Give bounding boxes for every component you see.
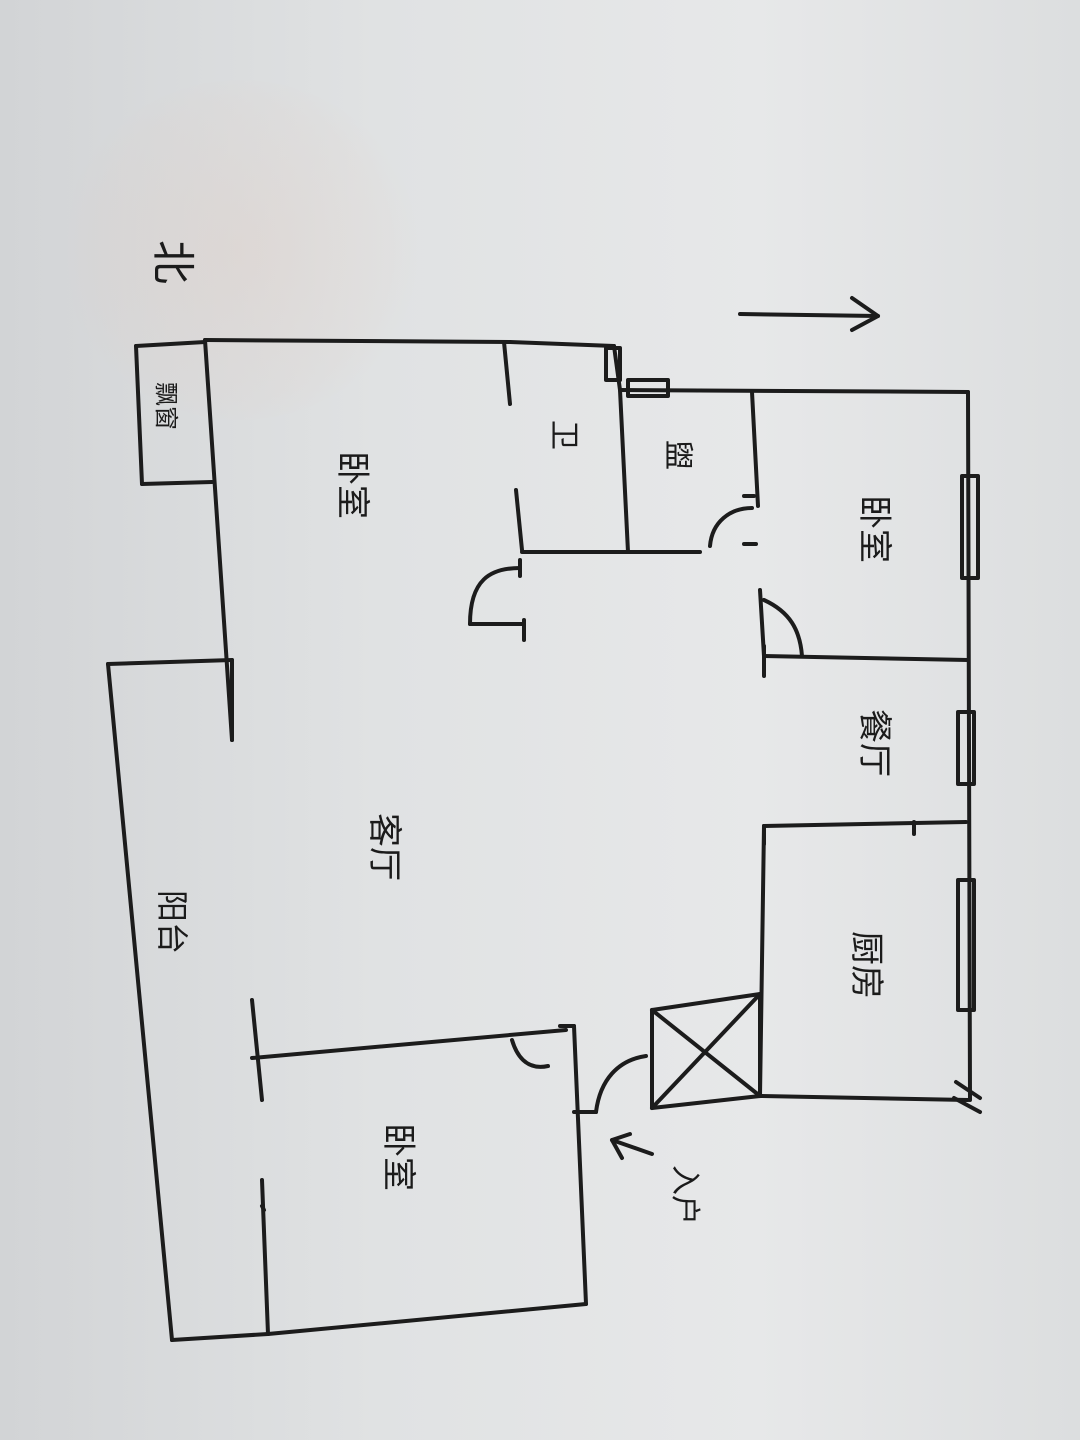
wall-right <box>966 390 972 1102</box>
master-door-swing <box>468 566 522 626</box>
bath-top-divider <box>502 340 512 406</box>
wall-top <box>203 338 512 344</box>
bedroom-south-top-stub <box>250 998 264 1102</box>
bay-window-left <box>134 344 144 486</box>
window-dining <box>956 710 976 786</box>
bay-window-bottom <box>140 480 214 486</box>
wall-top-2 <box>508 340 616 348</box>
north-arrow-head <box>850 296 880 332</box>
room-label-dining: 餐厅 <box>854 709 894 777</box>
bay-window-top <box>134 340 207 348</box>
balcony-mark <box>954 1080 982 1100</box>
bedroom-south-left-dot <box>260 1204 266 1212</box>
wall-left <box>106 662 174 1342</box>
balcony-label: 阳台 <box>153 889 192 955</box>
wash-right <box>618 388 630 554</box>
wall-bottom <box>170 1332 270 1342</box>
faint-stamp <box>60 80 420 420</box>
window-bedroom-east <box>960 474 980 580</box>
balcony-mark-2 <box>952 1096 982 1114</box>
wall-bedroom-south-right <box>572 1024 588 1306</box>
shaft-cross-2 <box>650 992 762 1110</box>
window-kitchen <box>956 878 976 1012</box>
shaft-bottom <box>650 1094 762 1110</box>
bedroom-south-left <box>260 1178 270 1336</box>
room-label-bath-top: 卫 <box>546 420 581 450</box>
bedroom-south-top <box>250 1028 568 1060</box>
room-label-bedroom-east: 卧室 <box>854 495 894 563</box>
room-label-bedroom-south: 卧室 <box>378 1123 418 1191</box>
kitchen-left-2 <box>650 992 762 1012</box>
wash-door-swing <box>708 506 754 548</box>
master-bedroom-left <box>203 338 234 742</box>
window-wash-2 <box>626 378 670 398</box>
north-arrow-shaft <box>738 312 880 318</box>
entrance-arrow-shaft <box>610 1138 654 1156</box>
bedroom-east-bottom <box>762 654 970 662</box>
room-label-master-bedroom: 卧室 <box>332 451 372 519</box>
room-label-bay-window: 飘窗 <box>152 382 180 430</box>
wall-top-3 <box>612 344 622 392</box>
kitchen-top <box>762 820 968 828</box>
bedroom-south-door <box>510 1038 550 1069</box>
bath-left <box>514 488 524 552</box>
wall-top-4 <box>618 388 970 394</box>
entrance-arrow-head <box>610 1132 632 1160</box>
north-label: 北 <box>147 240 198 284</box>
room-label-living: 客厅 <box>364 813 404 881</box>
entrance-label: 入户 <box>667 1165 702 1225</box>
bedroom-east-door-swing <box>762 598 804 658</box>
bedroom-east-left <box>750 390 760 508</box>
room-label-kitchen: 厨房 <box>846 931 886 999</box>
entry-door-swing <box>594 1054 648 1114</box>
wall-bottom-2 <box>266 1302 588 1336</box>
room-label-wash: 盥 <box>660 440 695 470</box>
window-wash <box>604 346 622 382</box>
wall-left-top <box>106 658 234 666</box>
wall-bottom-right <box>758 1094 970 1102</box>
